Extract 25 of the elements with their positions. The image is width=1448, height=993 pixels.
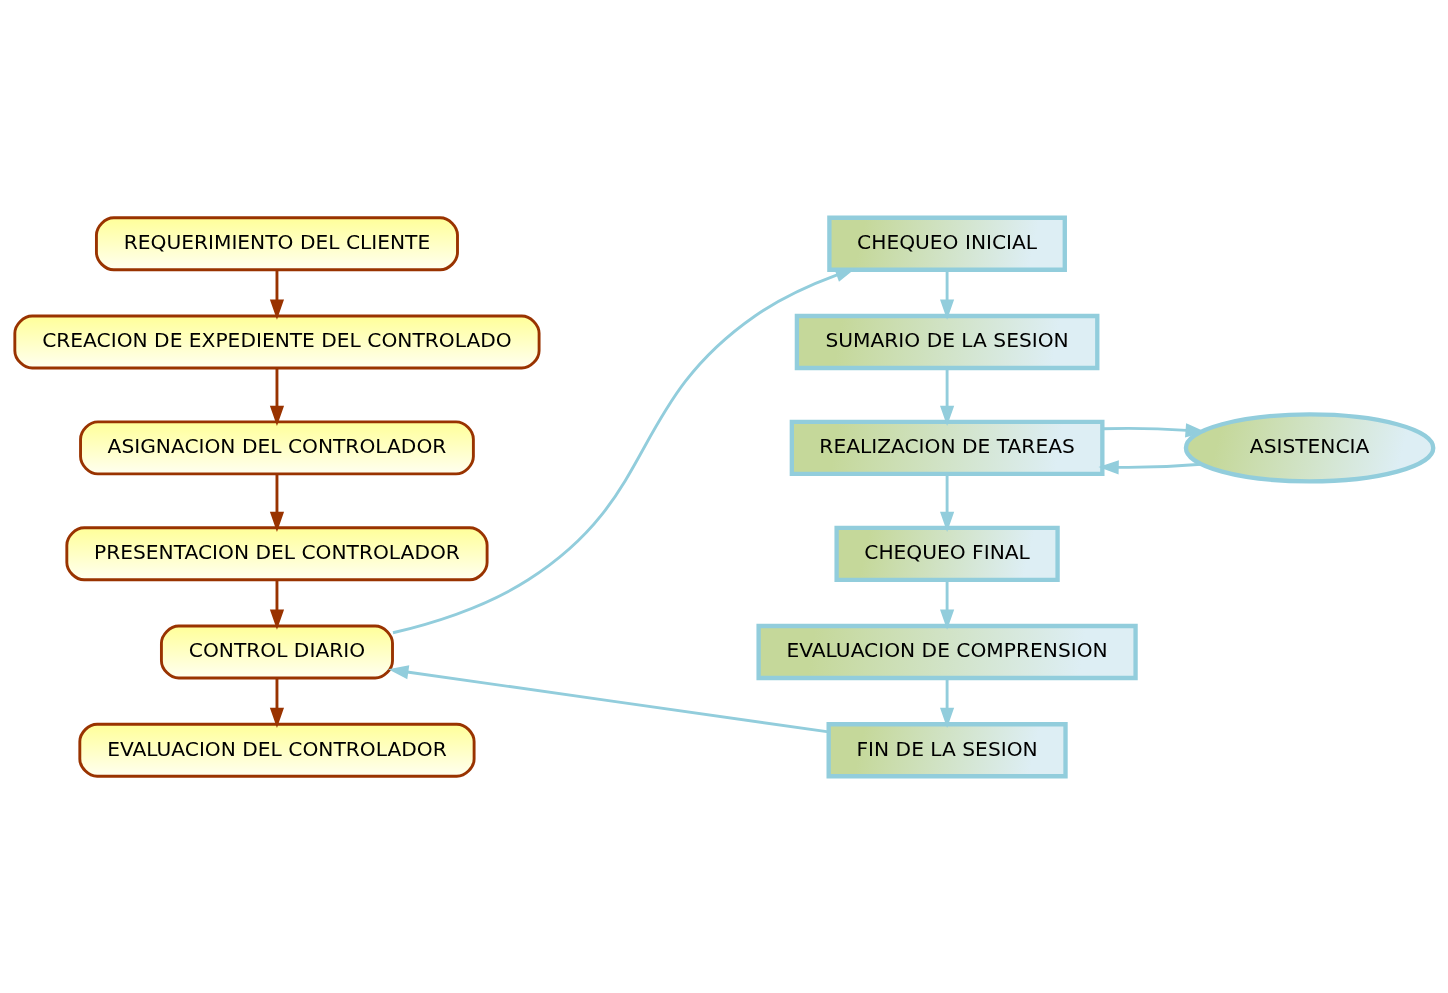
node-box: REQUERIMIENTO DEL CLIENTE: [95, 215, 459, 271]
node-box: REALIZACION DE TAREAS: [789, 419, 1105, 476]
arrow: [940, 367, 955, 426]
arrow: [940, 678, 955, 728]
node-box: FIN DE LA SESION: [826, 721, 1068, 778]
node-box: SUMARIO DE LA SESION: [794, 313, 1100, 370]
arrow: [269, 678, 285, 728]
node-box: CONTROL DIARIO: [159, 624, 394, 679]
arrow: [1098, 459, 1202, 474]
arrow: [269, 579, 285, 630]
node-box: EVALUACION DEL CONTROLADOR: [78, 722, 476, 778]
node-box: EVALUACION DE COMPRENSION: [756, 623, 1138, 680]
node-box: PRESENTACION DEL CONTROLADOR: [65, 525, 489, 581]
arrow: [269, 367, 285, 426]
arrow: [1102, 422, 1206, 437]
node-box: CREACION DE EXPEDIENTE DEL CONTROLADO: [13, 314, 541, 369]
arrow: [940, 473, 955, 532]
arrow: [940, 579, 955, 630]
arrow: [269, 473, 285, 532]
arrow: [269, 269, 285, 320]
node-box: CHEQUEO FINAL: [834, 525, 1060, 582]
node-box: ASIGNACION DEL CONTROLADOR: [79, 419, 475, 475]
arrow: [940, 269, 955, 320]
node-box: CHEQUEO INICIAL: [827, 215, 1067, 272]
arrow: [388, 664, 829, 733]
